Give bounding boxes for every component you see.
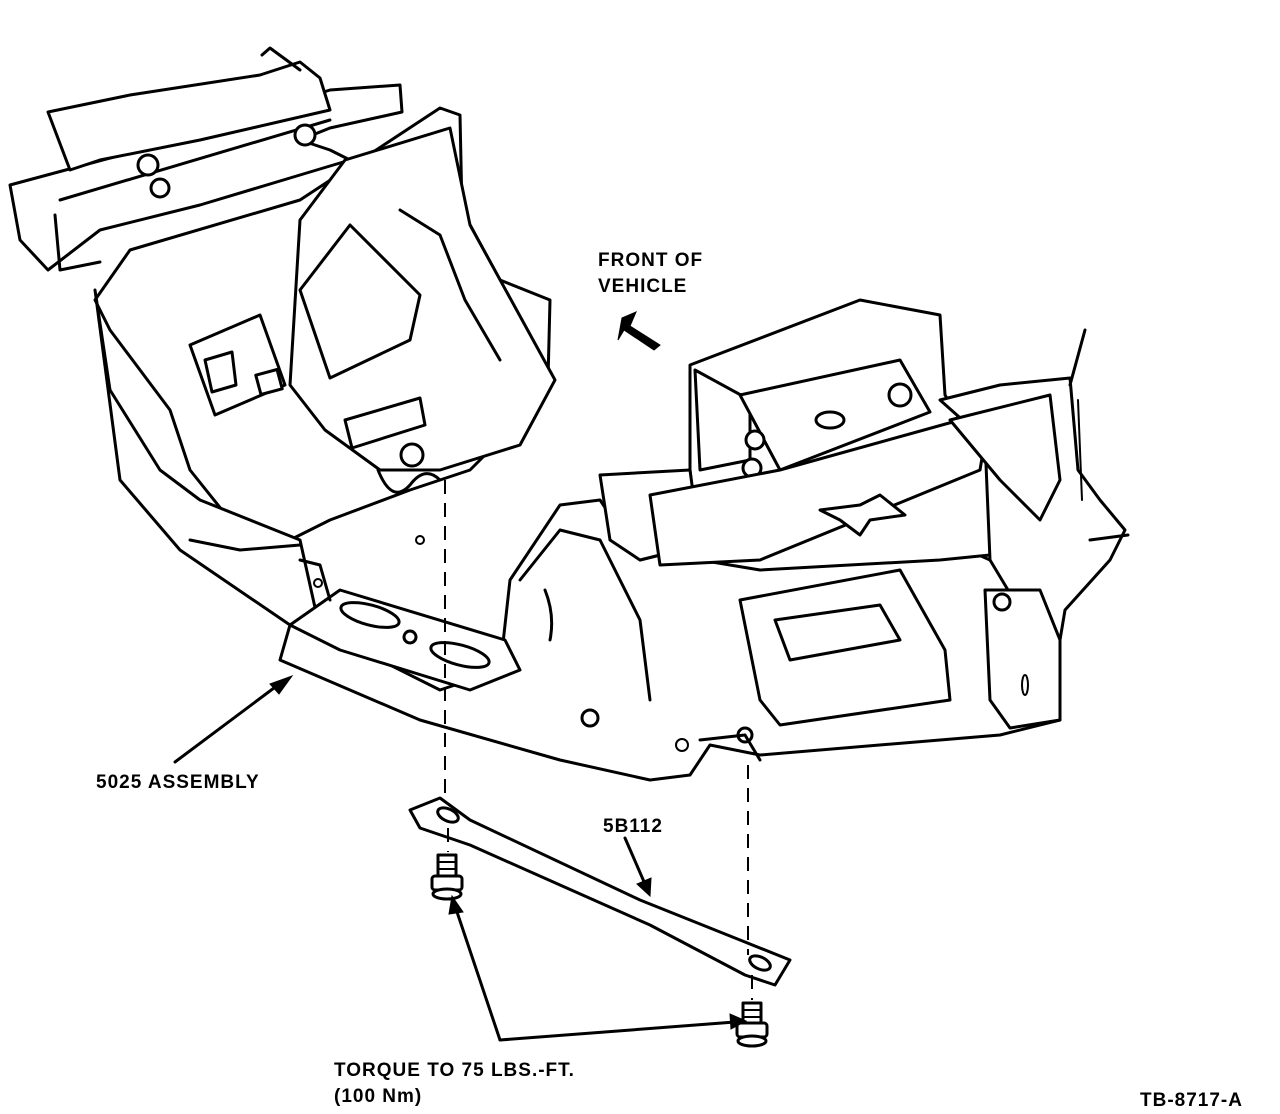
- right-engine-mount-tower: [598, 298, 1002, 762]
- front-of-vehicle-line2: VEHICLE: [598, 276, 688, 297]
- right-frame-rail: [938, 328, 1130, 730]
- torque-line1: TORQUE TO 75 LBS.-FT.: [334, 1060, 575, 1081]
- bolt-right-icon: [735, 1001, 769, 1048]
- leader-brace: [623, 836, 652, 898]
- front-of-vehicle-line1: FRONT OF: [598, 250, 704, 271]
- bolt-left-icon: [430, 853, 464, 901]
- front-of-vehicle-label: FRONT OF VEHICLE: [598, 248, 703, 300]
- torque-label: TORQUE TO 75 LBS.-FT. (100 Nm): [334, 1058, 575, 1110]
- left-frame-rail: [8, 46, 404, 272]
- figure-id-label: TB-8717-A: [1140, 1090, 1243, 1111]
- brace-label: 5B112: [603, 816, 663, 837]
- front-direction-arrow-icon: [617, 311, 661, 351]
- torque-line2: (100 Nm): [334, 1086, 423, 1107]
- assembly-label: 5025 ASSEMBLY: [96, 772, 260, 793]
- leader-torque: [448, 894, 748, 1042]
- alignment-lines: [444, 480, 753, 1000]
- leader-assembly: [173, 674, 294, 764]
- left-engine-mount-tower: [93, 106, 557, 545]
- brace-5b112: [408, 796, 792, 987]
